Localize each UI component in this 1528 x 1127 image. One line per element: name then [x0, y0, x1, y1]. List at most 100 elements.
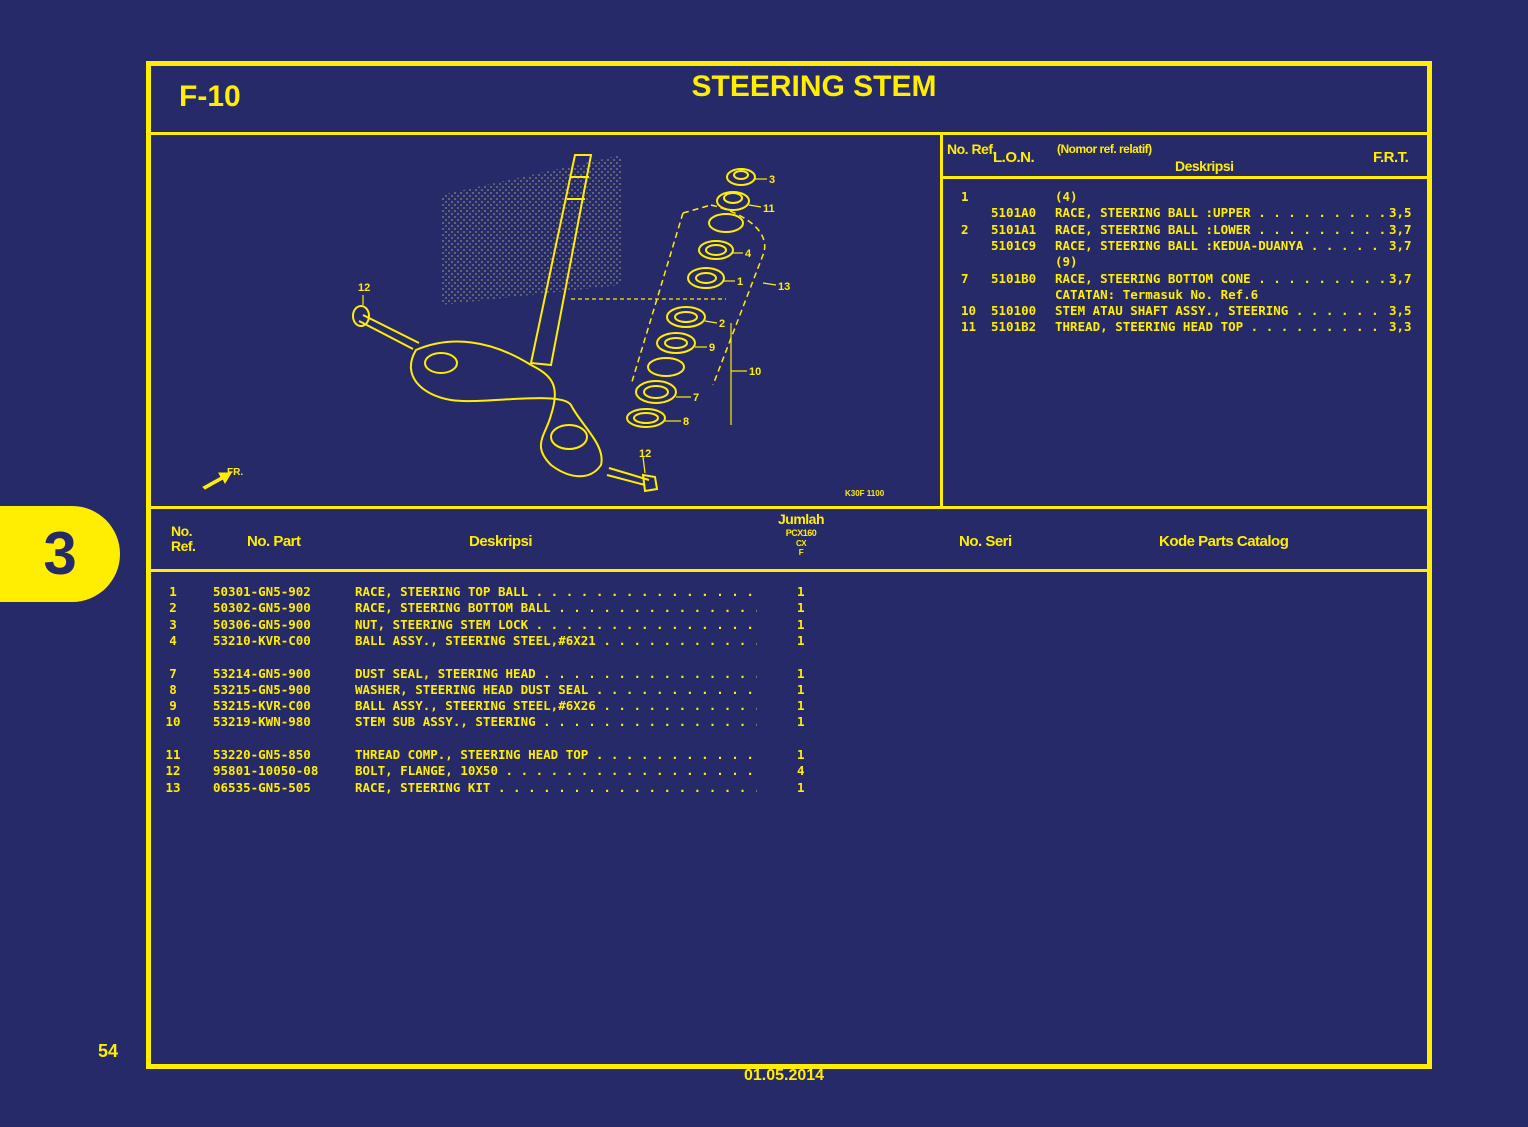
parts-header-qty: Jumlah PCX160 CX F [777, 511, 825, 558]
part-number: 95801-10050-08 [213, 763, 319, 779]
part-ref: 9 [169, 698, 177, 714]
section-tab-number: 3 [43, 520, 77, 587]
parts-header-ref: No. Ref. [171, 523, 196, 554]
part-number: 53214-GN5-900 [213, 665, 311, 681]
ring-8 [626, 408, 666, 428]
lon-table-row: 10 510100 STEM ATAU SHAFT ASSY., STEERING … [943, 303, 1427, 319]
lon-frt: 3,7 [1389, 237, 1412, 253]
part-number: 53220-GN5-850 [213, 747, 311, 762]
section-tab: 3 [0, 506, 120, 602]
lon-frt: 3,7 [1389, 221, 1412, 237]
part-desc: BALL ASSY., STEERING STEEL,#6X26 . . . .… [355, 698, 757, 714]
divider [151, 569, 1427, 572]
lon-header-desc: Deskripsi [1175, 158, 1234, 174]
ring-2 [666, 306, 706, 328]
lon-code: 5101B2 [991, 319, 1037, 335]
ring-3 [726, 168, 756, 186]
lon-ref: 10 [961, 303, 977, 319]
bolt-right-shape [606, 467, 650, 486]
figure-code: K30F 1100 [845, 489, 885, 498]
part-ref: 4 [169, 632, 177, 648]
lon-desc: CATATAN: Termasuk No. Ref.6 [1055, 286, 1259, 302]
lon-code: 5101A0 [991, 205, 1037, 221]
divider [151, 132, 1427, 135]
part-desc: BALL ASSY., STEERING STEEL,#6X21 . . . .… [355, 632, 757, 648]
part-ref: 10 [165, 714, 181, 730]
part-ref: 8 [169, 681, 177, 697]
part-qty: 1 [797, 681, 805, 697]
part-qty: 4 [797, 763, 805, 779]
lon-ref: 1 [961, 189, 969, 204]
page-title: STEERING STEM [691, 70, 937, 103]
part-ref: 2 [169, 600, 177, 616]
part-desc: RACE, STEERING TOP BALL . . . . . . . . … [355, 584, 757, 599]
yoke-shape [410, 340, 603, 478]
lon-code: 510100 [991, 303, 1037, 319]
part-desc: BOLT, FLANGE, 10X50 . . . . . . . . . . … [355, 763, 757, 779]
page-code: F-10 [179, 80, 241, 113]
callout-label: 9 [709, 342, 715, 354]
part-qty: 1 [797, 600, 805, 616]
lon-desc: RACE, STEERING BOTTOM CONE . . . . . . .… [1055, 270, 1385, 286]
footer-date: 01.05.2014 [744, 1067, 825, 1084]
steering-stem-drawing: 3 11 4 1 13 12 2 9 10 7 8 12 FR. K30F 11… [202, 154, 885, 498]
part-desc: WASHER, STEERING HEAD DUST SEAL . . . . … [355, 681, 757, 697]
part-qty: 1 [797, 714, 805, 730]
lon-ref: 7 [961, 270, 969, 286]
callout-label: 12 [639, 448, 651, 460]
ring-9 [656, 332, 696, 354]
lon-desc: RACE, STEERING BALL :KEDUA-DUANYA . . . … [1055, 237, 1385, 253]
callout-label: 8 [683, 416, 689, 428]
part-desc: THREAD COMP., STEERING HEAD TOP . . . . … [355, 747, 757, 762]
part-desc: RACE, STEERING KIT . . . . . . . . . . .… [355, 779, 757, 795]
parts-header-serial: No. Seri [959, 533, 1012, 550]
parts-table-row: 3 50306-GN5-900 NUT, STEERING STEM LOCK . … [151, 617, 851, 633]
lon-header-frt: F.R.T. [1373, 149, 1409, 166]
part-qty: 1 [797, 665, 805, 681]
part-desc: STEM SUB ASSY., STEERING . . . . . . . .… [355, 714, 757, 730]
ring-11 [716, 191, 750, 211]
parts-header-desc: Deskripsi [469, 533, 533, 550]
part-ref: 12 [165, 763, 181, 779]
part-ref: 3 [169, 616, 177, 632]
part-desc: NUT, STEERING STEM LOCK . . . . . . . . … [355, 616, 757, 632]
parts-header-part: No. Part [247, 533, 301, 550]
front-arrow-icon [202, 472, 232, 490]
callout-label: 11 [763, 203, 775, 215]
lon-desc: (4) [1055, 189, 1078, 204]
lon-frt: 3,5 [1389, 303, 1412, 319]
exploded-diagram: 3 11 4 1 13 12 2 9 10 7 8 12 FR. K30F 11… [151, 135, 940, 506]
lon-ref: 2 [961, 221, 969, 237]
lon-desc: STEM ATAU SHAFT ASSY., STEERING . . . . … [1055, 303, 1385, 319]
part-number: 50306-GN5-900 [213, 616, 311, 632]
part-qty: 1 [797, 747, 805, 762]
lon-desc: RACE, STEERING BALL :LOWER . . . . . . .… [1055, 221, 1385, 237]
part-ref: 1 [169, 584, 177, 599]
lon-header-lon: L.O.N. [993, 149, 1035, 166]
part-desc: DUST SEAL, STEERING HEAD . . . . . . . .… [355, 665, 757, 681]
divider [151, 506, 1427, 509]
lon-ref: 11 [961, 319, 977, 335]
part-qty: 1 [797, 632, 805, 648]
lon-table-row: (9) [943, 254, 1427, 270]
part-qty: 1 [797, 616, 805, 632]
parts-header-catalog: Kode Parts Catalog [1159, 533, 1289, 550]
callout-label: 3 [769, 174, 775, 186]
catalog-frame: F-10 STEERING STEM [146, 61, 1432, 1069]
callout-label: 7 [693, 392, 699, 404]
part-ref: 13 [165, 779, 181, 795]
page-number: 54 [98, 1041, 119, 1061]
callout-label: 12 [358, 282, 370, 294]
